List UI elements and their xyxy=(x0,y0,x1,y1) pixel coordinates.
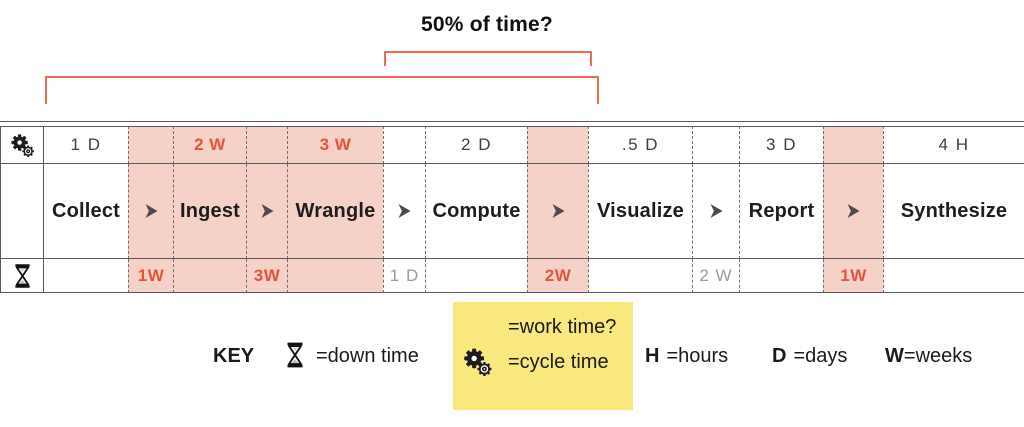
cycle-time-row-header xyxy=(0,126,44,164)
hourglass-icon xyxy=(285,341,305,369)
down-cell-arrow-6: 1W xyxy=(823,259,883,293)
down-cell-visualize xyxy=(588,259,692,293)
key-down-time-label: =down time xyxy=(316,345,419,367)
stage-cell-report: Report xyxy=(739,164,823,259)
key-cycle-time-label: =cycle time xyxy=(508,351,609,373)
days-label: =days xyxy=(793,345,848,367)
down-cell-arrow-4: 2W xyxy=(527,259,588,293)
arrow-cell-2 xyxy=(246,164,287,259)
key-hours-item: H =hours xyxy=(645,345,728,368)
hourglass-icon xyxy=(13,263,31,288)
arrow-right-icon xyxy=(398,204,411,218)
table-outer-top-line xyxy=(0,121,1024,122)
arrow-cell-4 xyxy=(527,164,588,259)
cycle-cell-visualize: .5 D xyxy=(588,126,692,164)
cycle-cell-arrow-2 xyxy=(246,126,287,164)
arrow-cell-5 xyxy=(692,164,739,259)
down-cell-collect xyxy=(44,259,128,293)
down-cell-arrow-3: 1 D xyxy=(383,259,425,293)
key-days-item: D =days xyxy=(772,345,847,368)
key-weeks-item: W=weeks xyxy=(885,345,972,368)
cycle-cell-arrow-5 xyxy=(692,126,739,164)
arrow-right-icon xyxy=(552,204,564,218)
down-cell-report xyxy=(739,259,823,293)
stage-cell-collect: Collect xyxy=(44,164,128,259)
cycle-cell-wrangle: 3 W xyxy=(287,126,383,164)
work-cycle-highlight-box xyxy=(453,302,633,410)
down-cell-arrow-5: 2 W xyxy=(692,259,739,293)
cycle-cell-report: 3 D xyxy=(739,126,823,164)
down-cell-arrow-2: 3W xyxy=(246,259,287,293)
cycle-cell-compute: 2 D xyxy=(425,126,527,164)
key-label: KEY xyxy=(213,345,255,367)
cycle-cell-arrow-4 xyxy=(527,126,588,164)
weeks-label: =weeks xyxy=(903,345,973,367)
weeks-abbr: W xyxy=(885,345,904,367)
arrow-cell-1 xyxy=(128,164,173,259)
cycle-cell-collect: 1 D xyxy=(44,126,128,164)
stage-cell-synthesize: Synthesize xyxy=(883,164,1024,259)
down-cell-compute xyxy=(425,259,527,293)
down-cell-synthesize xyxy=(883,259,1024,293)
stage-cell-compute: Compute xyxy=(425,164,527,259)
full-span-bracket xyxy=(45,76,599,104)
stage-cell-wrangle: Wrangle xyxy=(287,164,383,259)
arrow-right-icon xyxy=(710,204,722,218)
days-abbr: D xyxy=(772,345,787,367)
hours-abbr: H xyxy=(645,345,660,367)
arrow-right-icon xyxy=(261,204,273,218)
gears-icon xyxy=(10,132,35,158)
down-cell-arrow-1: 1W xyxy=(128,259,173,293)
cycle-cell-synthesize: 4 H xyxy=(883,126,1024,164)
arrow-cell-6 xyxy=(823,164,883,259)
process-table: 1 D Collect 1W 2 W Ingest 3W 3 W Wrangle… xyxy=(0,126,1024,293)
arrow-cell-3 xyxy=(383,164,425,259)
stage-cell-visualize: Visualize xyxy=(588,164,692,259)
cycle-cell-ingest: 2 W xyxy=(173,126,246,164)
cycle-cell-arrow-6 xyxy=(823,126,883,164)
fifty-percent-bracket xyxy=(384,51,592,66)
key-work-time-label: =work time? xyxy=(508,316,617,338)
stage-cell-ingest: Ingest xyxy=(173,164,246,259)
arrow-right-icon xyxy=(847,204,860,218)
cycle-cell-arrow-3 xyxy=(383,126,425,164)
cycle-cell-arrow-1 xyxy=(128,126,173,164)
stage-row-header xyxy=(0,164,44,259)
arrow-right-icon xyxy=(145,204,157,218)
hours-label: =hours xyxy=(666,345,729,367)
gears-icon xyxy=(461,347,493,377)
fifty-percent-label: 50% of time? xyxy=(421,13,553,36)
down-time-row-header xyxy=(0,259,44,293)
down-cell-ingest xyxy=(173,259,246,293)
down-cell-wrangle xyxy=(287,259,383,293)
